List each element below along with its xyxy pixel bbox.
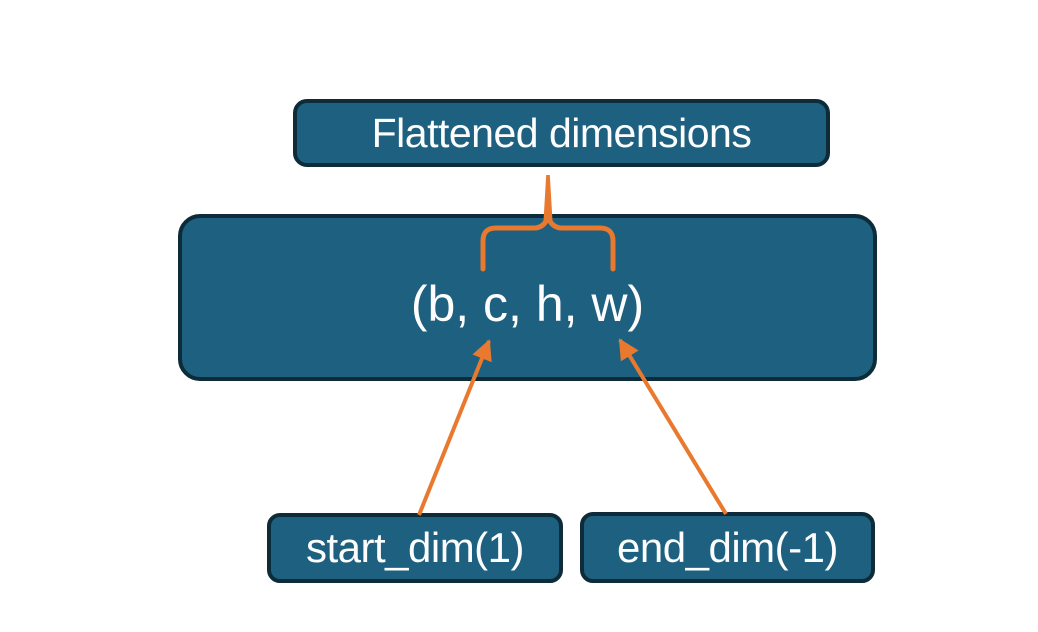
flattened-dimensions-label: Flattened dimensions (371, 109, 752, 156)
start-dim-box: start_dim(1) (267, 513, 563, 583)
end-dim-label: end_dim(-1) (617, 523, 838, 571)
tensor-shape-label: (b, c, h, w) (410, 275, 645, 332)
flattened-dimensions-box: Flattened dimensions (293, 99, 830, 167)
start-dim-label: start_dim(1) (305, 524, 525, 571)
tensor-shape-box: (b, c, h, w) (178, 214, 877, 381)
end-dim-box: end_dim(-1) (580, 512, 875, 583)
